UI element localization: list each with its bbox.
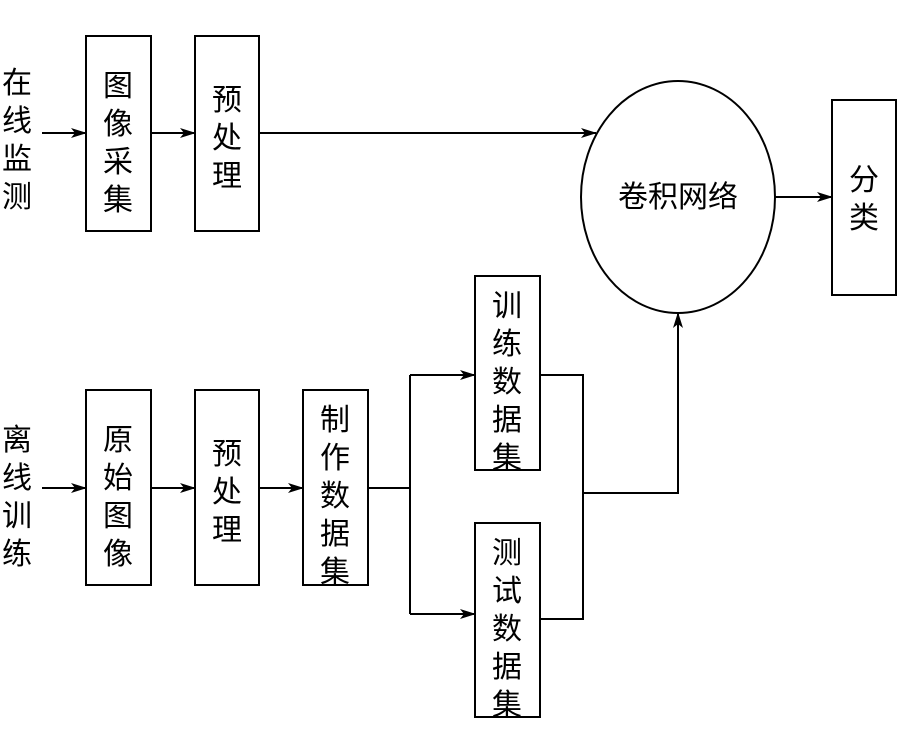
char: 数 <box>492 365 522 400</box>
make-dataset-label: 制作数据集 <box>320 403 350 590</box>
char: 据 <box>320 517 350 552</box>
char: 试 <box>492 574 522 609</box>
test-dataset-box <box>474 522 541 718</box>
char: 图 <box>103 69 133 104</box>
char: 训 <box>492 289 522 324</box>
arrow-datasets-to-cnn <box>583 312 683 494</box>
image-capture-box <box>85 35 152 232</box>
char: 据 <box>492 650 522 685</box>
image-capture-label: 图像采集 <box>103 69 133 218</box>
cnn-label: 卷积网络 <box>618 180 738 215</box>
raw-image-box <box>85 389 152 586</box>
char: 线 <box>2 104 32 139</box>
char: 采 <box>103 145 133 180</box>
char: 离 <box>2 423 32 458</box>
preprocess-top-box <box>194 35 260 232</box>
char: 理 <box>212 159 242 194</box>
train-dataset-label: 训练数据集 <box>492 289 522 476</box>
char: 类 <box>849 201 879 236</box>
char: 集 <box>492 688 522 723</box>
char: 图 <box>103 499 133 534</box>
char: 集 <box>492 441 522 476</box>
char: 像 <box>103 107 133 142</box>
train-dataset-box <box>474 275 541 471</box>
char: 数 <box>492 612 522 647</box>
char: 原 <box>103 423 133 458</box>
online-monitoring-label: 在线监测 <box>2 66 32 215</box>
char: 分 <box>849 163 879 198</box>
char: 像 <box>103 537 133 572</box>
char: 训 <box>2 499 32 534</box>
char: 处 <box>212 121 242 156</box>
char: 制 <box>320 403 350 438</box>
char: 集 <box>103 183 133 218</box>
char: 在 <box>2 66 32 101</box>
raw-image-label: 原始图像 <box>103 423 133 572</box>
char: 练 <box>492 327 522 362</box>
preprocess-top-label: 预处理 <box>212 83 242 194</box>
classify-label: 分类 <box>849 163 879 236</box>
char: 监 <box>2 142 32 177</box>
char: 测 <box>492 536 522 571</box>
char: 测 <box>2 180 32 215</box>
char: 数 <box>320 479 350 514</box>
char: 预 <box>212 437 242 472</box>
char: 处 <box>212 475 242 510</box>
char: 据 <box>492 403 522 438</box>
offline-training-label: 离线训练 <box>2 423 32 572</box>
test-dataset-label: 测试数据集 <box>492 536 522 723</box>
char: 作 <box>320 441 350 476</box>
char: 集 <box>320 555 350 590</box>
char: 理 <box>212 513 242 548</box>
connector-merge-datasets <box>540 374 584 620</box>
char: 预 <box>212 83 242 118</box>
char: 线 <box>2 461 32 496</box>
preprocess-bottom-box <box>194 389 260 586</box>
char: 练 <box>2 537 32 572</box>
preprocess-bottom-label: 预处理 <box>212 437 242 548</box>
char: 始 <box>103 461 133 496</box>
